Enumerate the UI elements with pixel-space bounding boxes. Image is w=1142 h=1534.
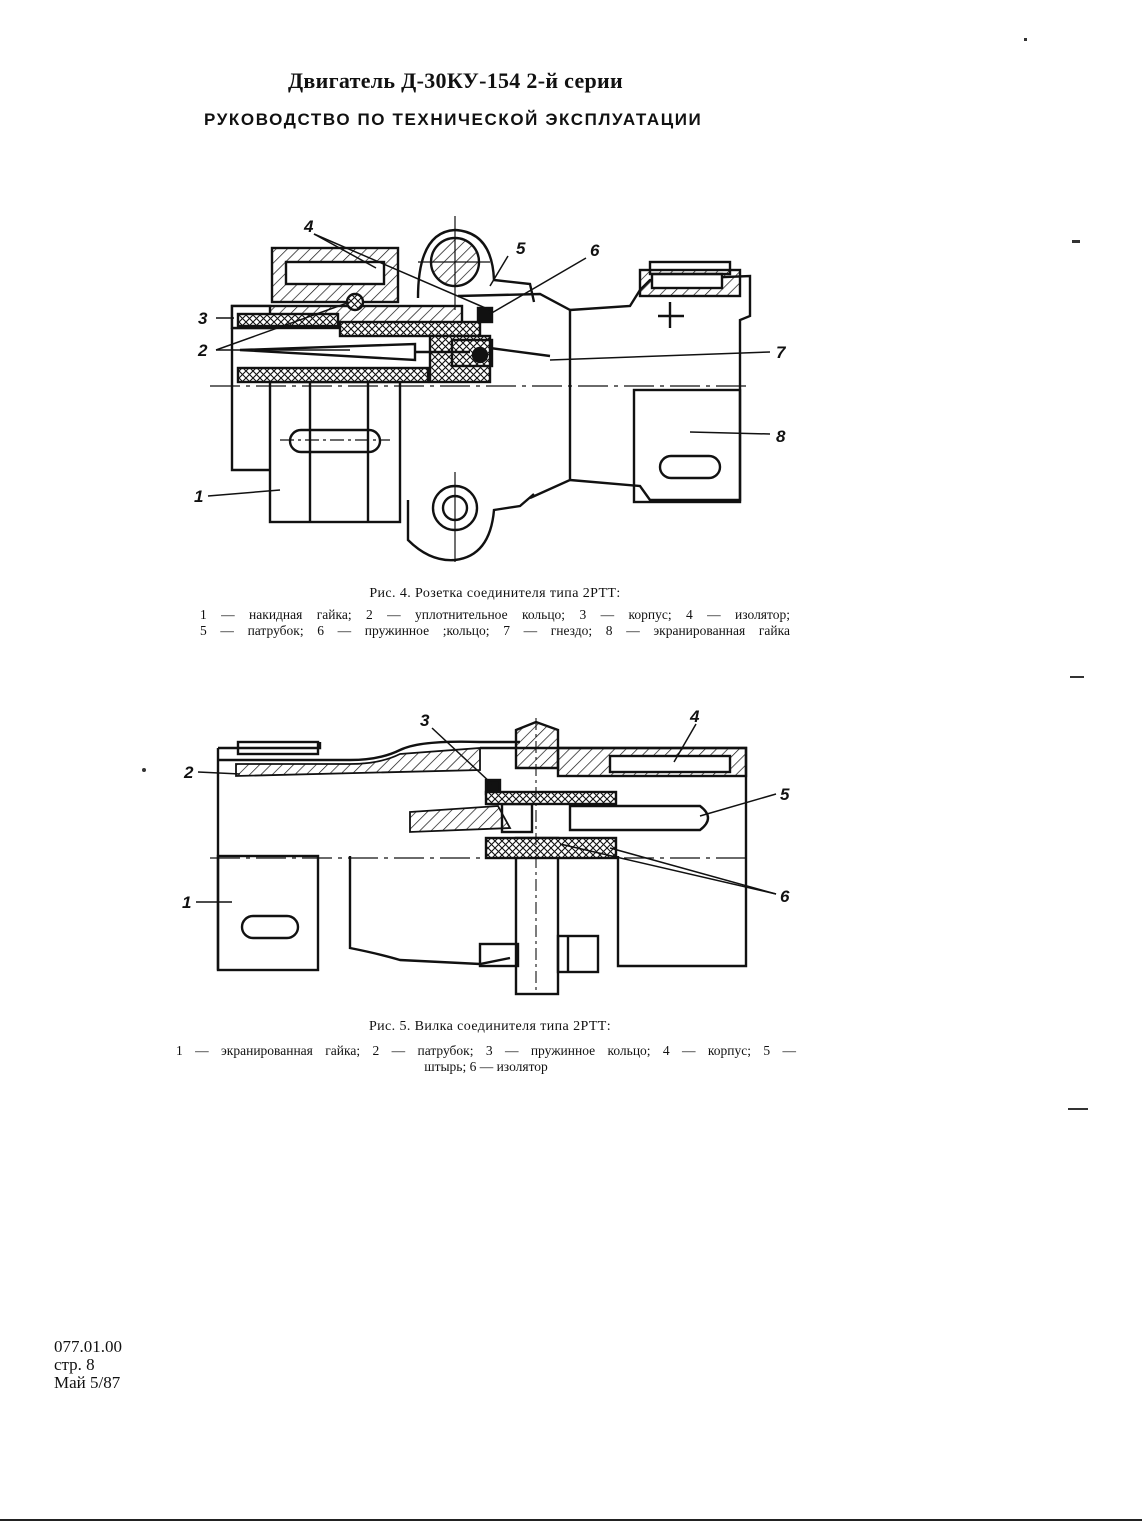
figure-5-legend-line-2: штырь; 6 — изолятор	[424, 1059, 548, 1074]
figure-5-caption: Рис. 5. Вилка соединителя типа 2РТТ:	[368, 1019, 612, 1034]
scan-speck	[142, 768, 146, 772]
fig4-insulator-lower	[236, 366, 430, 384]
fig5-insulator	[484, 836, 618, 860]
fig5-callout-6: 6	[780, 887, 790, 906]
scan-speck	[1024, 38, 1027, 41]
figure-4-legend-line-2: 5 — патрубок; 6 — пружинное ;кольцо; 7 —…	[200, 623, 790, 638]
figure-4-legend: 1 — накидная гайка; 2 — уплотнительное к…	[200, 607, 790, 639]
page-number: стр. 8	[54, 1355, 95, 1374]
revision-date: Май 5/87	[54, 1373, 121, 1392]
fig4-callout-5: 5	[516, 239, 526, 258]
fig4-callout-7: 7	[776, 343, 787, 362]
fig5-screw	[478, 942, 520, 968]
fig5-adaptor	[216, 740, 520, 970]
figure-5-drawing: 3 4 2 5 1 6	[180, 707, 800, 1008]
fig5-flange	[514, 720, 560, 770]
figure-4-caption: Рис. 4. Розетка соединителя типа 2РТТ:	[369, 586, 621, 601]
figure-5-legend: 1 — экранированная гайка; 2 — патрубок; …	[176, 1043, 796, 1075]
scan-speck	[1068, 1108, 1088, 1110]
scan-speck	[1072, 240, 1080, 243]
document-title: Двигатель Д-30КУ-154 2-й серии	[288, 68, 623, 93]
figure-4-legend-line-1: 1 — накидная гайка; 2 — уплотнительное к…	[200, 607, 790, 622]
fig4-insulator-upper	[236, 312, 340, 328]
fig4-seal-ring	[345, 292, 365, 312]
fig5-callout-3: 3	[420, 711, 430, 730]
fig4-screened-nut-lower	[632, 388, 742, 504]
bottom-rule	[0, 1519, 1142, 1521]
fig4-callout-6: 6	[590, 241, 600, 260]
fig4-callout-1: 1	[194, 487, 203, 506]
page-footer: 077.01.00 стр. 8 Май 5/87	[54, 1338, 122, 1392]
scan-speck	[1070, 676, 1084, 678]
fig5-callout-1: 1	[182, 893, 191, 912]
figure-5-legend-line-1: 1 — экранированная гайка; 2 — патрубок; …	[176, 1043, 796, 1058]
document-subtitle: РУКОВОДСТВО ПО ТЕХНИЧЕСКОЙ ЭКСПЛУАТАЦИИ	[204, 110, 703, 129]
fig5-pin	[568, 804, 710, 832]
fig5-callout-4: 4	[689, 707, 700, 726]
fig4-socket-pin	[239, 342, 417, 362]
document-code: 077.01.00	[54, 1337, 122, 1356]
fig4-callout-4: 4	[303, 217, 314, 236]
fig4-callout-2: 2	[197, 341, 208, 360]
figure-4-drawing: 4 5 6 3 2 7 8 1	[190, 210, 790, 570]
fig5-left-nut-lower	[216, 854, 320, 972]
fig4-callout-3: 3	[198, 309, 208, 328]
fig5-callout-5: 5	[780, 785, 790, 804]
fig5-callout-2: 2	[183, 763, 194, 782]
fig4-callout-8: 8	[776, 427, 786, 446]
